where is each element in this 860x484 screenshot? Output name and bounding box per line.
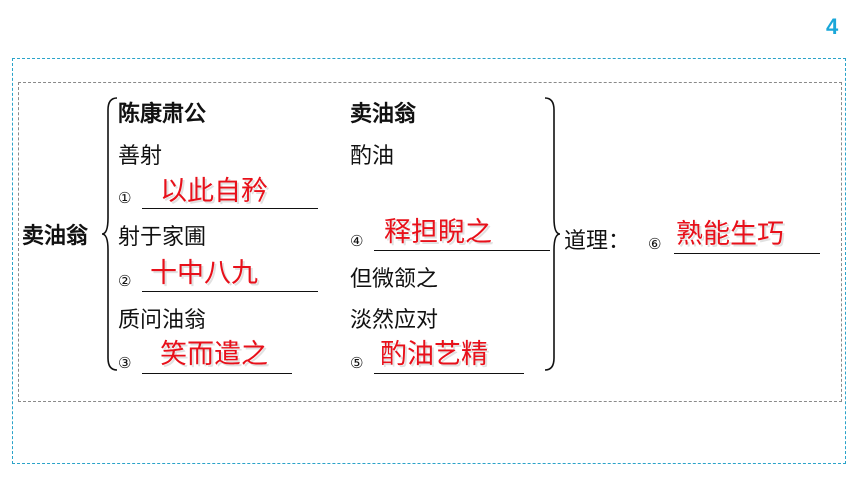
root-label: 卖油翁 bbox=[22, 224, 89, 249]
inner-dashed-frame bbox=[18, 82, 842, 402]
marker-2: ② bbox=[118, 272, 132, 290]
answer-5: 酌油艺精 bbox=[380, 339, 488, 370]
col2-line: 淡然应对 bbox=[350, 308, 439, 333]
conclusion-label: 道理： bbox=[564, 229, 631, 254]
col1-header: 陈康肃公 bbox=[118, 102, 207, 127]
answer-blank bbox=[374, 250, 550, 251]
page-number: 4 bbox=[826, 14, 839, 39]
col1-line: 善射 bbox=[118, 144, 163, 169]
marker-3: ③ bbox=[118, 354, 132, 372]
answer-4: 释担睨之 bbox=[384, 217, 492, 248]
right-brace bbox=[544, 97, 561, 371]
answer-blank bbox=[142, 373, 292, 374]
marker-1: ① bbox=[118, 189, 132, 207]
answer-blank bbox=[142, 208, 318, 209]
answer-blank bbox=[142, 291, 318, 292]
col2-header: 卖油翁 bbox=[350, 102, 417, 127]
answer-2: 十中八九 bbox=[150, 258, 258, 289]
answer-1: 以此自矜 bbox=[160, 176, 268, 207]
col1-line: 质问油翁 bbox=[118, 308, 207, 333]
marker-5: ⑤ bbox=[350, 354, 364, 372]
left-brace bbox=[101, 97, 118, 371]
answer-blank bbox=[674, 253, 820, 254]
col2-line: 但微颔之 bbox=[350, 267, 439, 292]
marker-4: ④ bbox=[350, 232, 364, 250]
answer-blank bbox=[374, 373, 524, 374]
answer-6: 熟能生巧 bbox=[676, 219, 784, 250]
answer-3: 笑而遣之 bbox=[160, 339, 268, 370]
col2-line: 酌油 bbox=[350, 144, 395, 169]
marker-6: ⑥ bbox=[648, 235, 662, 253]
outer-dashed-frame bbox=[12, 58, 846, 464]
col1-line: 射于家圃 bbox=[118, 225, 207, 250]
